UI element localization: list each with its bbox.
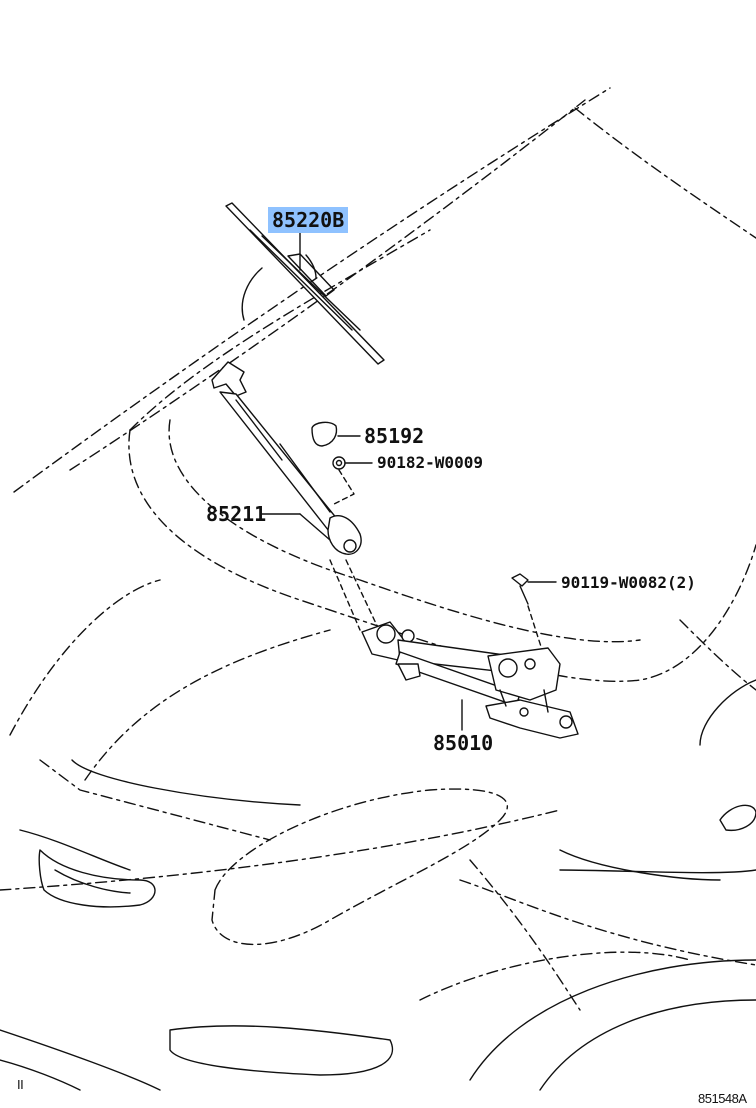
figure-code: 851548A [698, 1091, 747, 1106]
bolt [511, 573, 529, 605]
callout-90119-number: 90119-W0082 [561, 573, 667, 592]
nut-guide [333, 469, 355, 505]
callout-85192[interactable]: 85192 [364, 424, 425, 448]
wiper-arm [211, 361, 362, 555]
callout-85220B[interactable]: 85220B [268, 207, 349, 233]
leader-85211-b [299, 513, 331, 541]
wiper-blade [225, 202, 385, 365]
callout-90182-W0009[interactable]: 90182-W0009 [377, 453, 483, 472]
bolt-guide [527, 605, 545, 657]
callout-90119-W0082[interactable]: 90119-W0082(2) [561, 575, 696, 591]
callout-85211[interactable]: 85211 [206, 502, 267, 526]
callout-85010[interactable]: 85010 [433, 731, 494, 755]
cap [311, 421, 338, 447]
body-outline [0, 87, 756, 1091]
callout-90119-qty: (2) [666, 573, 696, 592]
nut [332, 456, 346, 470]
arm-guide [345, 559, 381, 633]
footer-left-mark: II [17, 1077, 24, 1092]
arm-guide-b [329, 559, 361, 631]
wiper-link [361, 621, 579, 739]
